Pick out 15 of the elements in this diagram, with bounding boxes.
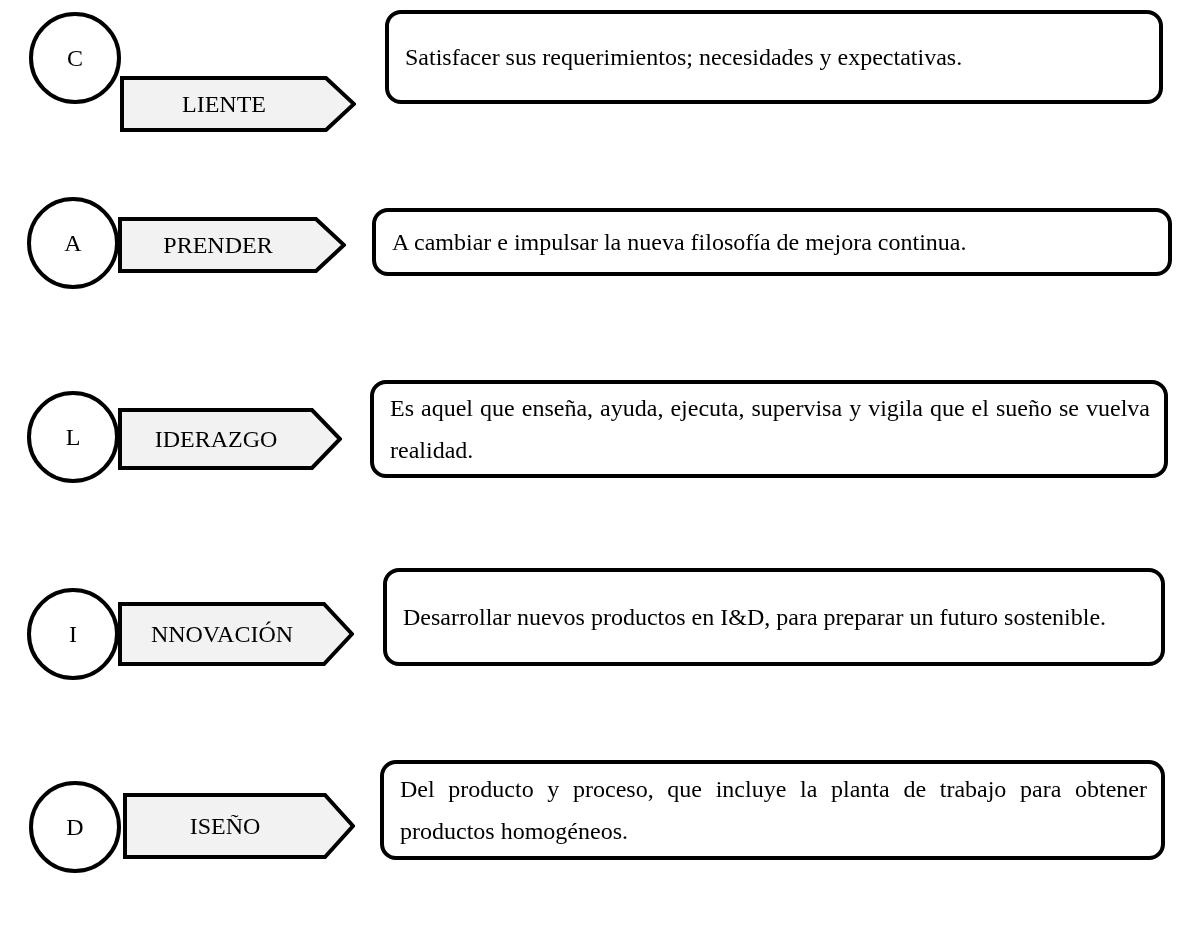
pentagon-tag: PRENDER bbox=[118, 217, 346, 273]
letter-circle: A bbox=[27, 197, 119, 289]
description-box: Satisfacer sus requerimientos; necesidades y expectativas. bbox=[385, 10, 1163, 104]
description-box: Desarrollar nuevos productos en I&D, para preparar un futuro sostenible. bbox=[383, 568, 1165, 666]
letter-circle: D bbox=[29, 781, 121, 873]
pentagon-tag: ISEÑO bbox=[123, 793, 355, 859]
letter-circle: L bbox=[27, 391, 119, 483]
pentagon-tag: IDERAZGO bbox=[118, 408, 342, 470]
pentagon-tag: NNOVACIÓN bbox=[118, 602, 354, 666]
letter-circle: I bbox=[27, 588, 119, 680]
pentagon-tag: LIENTE bbox=[120, 76, 356, 132]
description-box: Es aquel que enseña, ayuda, ejecuta, supervisa y vigila que el sueño se vuelva realidad. bbox=[370, 380, 1168, 478]
description-box: A cambiar e impulsar la nueva filosofía de mejora continua. bbox=[372, 208, 1172, 276]
description-box: Del producto y proceso, que incluye la planta de trabajo para obtener productos homogéneos. bbox=[380, 760, 1165, 860]
letter-circle: C bbox=[29, 12, 121, 104]
